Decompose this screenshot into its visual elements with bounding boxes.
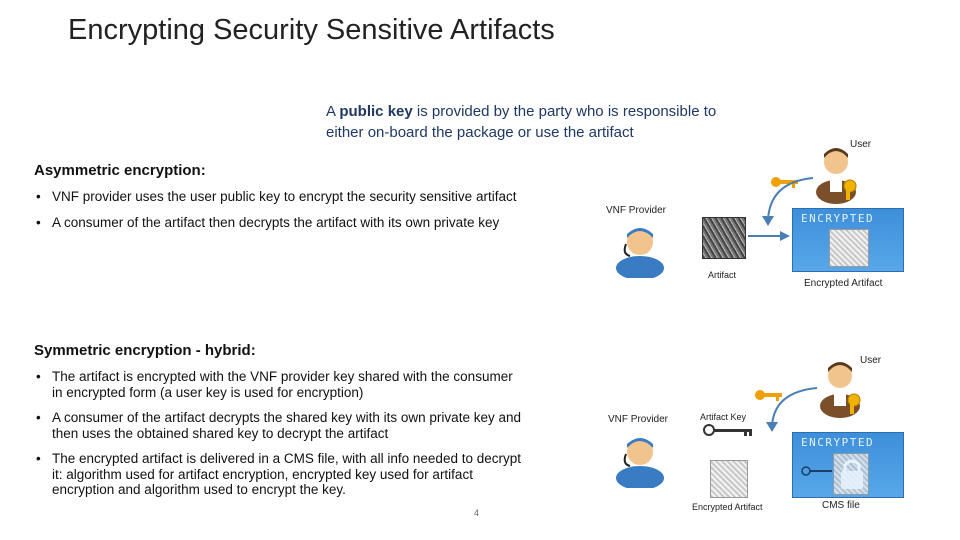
user-key-icon [755,390,782,401]
asymmetric-bullet: A consumer of the artifact then decrypts… [34,215,534,231]
key-icon [801,466,832,476]
provider-icon [616,228,664,278]
asym-user-label: User [850,139,872,150]
provider-icon [616,438,664,488]
page-title: Encrypting Security Sensitive Artifacts [68,14,555,46]
intro-bold: public key [339,103,413,120]
page-number: 4 [474,508,480,518]
artifact-key-label: Artifact Key [700,412,747,422]
symmetric-bullets: The artifact is encrypted with the VNF p… [34,369,526,498]
artifact-key-icon [703,424,752,436]
user-icon [820,362,861,418]
symmetric-bullet: A consumer of the artifact decrypts the … [34,410,526,441]
asym-provider-label: VNF Provider [606,205,667,216]
encrypted-artifact-image [710,460,748,498]
lock-icon [841,459,863,489]
symmetric-bullet: The artifact is encrypted with the VNF p… [34,369,526,400]
sym-provider-label: VNF Provider [608,414,669,425]
public-key-icon [771,177,798,188]
artifact-image [702,217,746,259]
user-icon [816,148,857,204]
asym-artifact-label: Artifact [708,270,737,280]
intro-text: A public key is provided by the party wh… [326,101,746,143]
cms-file-label: CMS file [822,500,860,511]
cms-file-box: ENCRYPTED [792,432,904,498]
sym-encrypted-label: Encrypted Artifact [692,502,763,512]
sym-user-label: User [860,355,882,366]
intro-suffix: is provided by the party who is responsi… [326,103,717,141]
encrypted-artifact-box: ENCRYPTED [792,208,904,272]
arrow-right-icon [748,231,790,241]
encrypted-artifact-image [829,229,869,267]
curved-arrow-icon [766,387,818,432]
encrypted-word: ENCRYPTED [801,212,875,225]
curved-arrow-icon [762,177,814,226]
asymmetric-heading: Asymmetric encryption: [34,162,206,179]
encrypted-word: ENCRYPTED [801,436,875,449]
symmetric-heading: Symmetric encryption - hybrid: [34,342,256,359]
asymmetric-bullets: VNF provider uses the user public key to… [34,189,534,230]
asym-encrypted-label: Encrypted Artifact [804,278,883,289]
intro-prefix: A [326,103,340,120]
asymmetric-bullet: VNF provider uses the user public key to… [34,189,534,205]
symmetric-bullet: The encrypted artifact is delivered in a… [34,451,526,498]
